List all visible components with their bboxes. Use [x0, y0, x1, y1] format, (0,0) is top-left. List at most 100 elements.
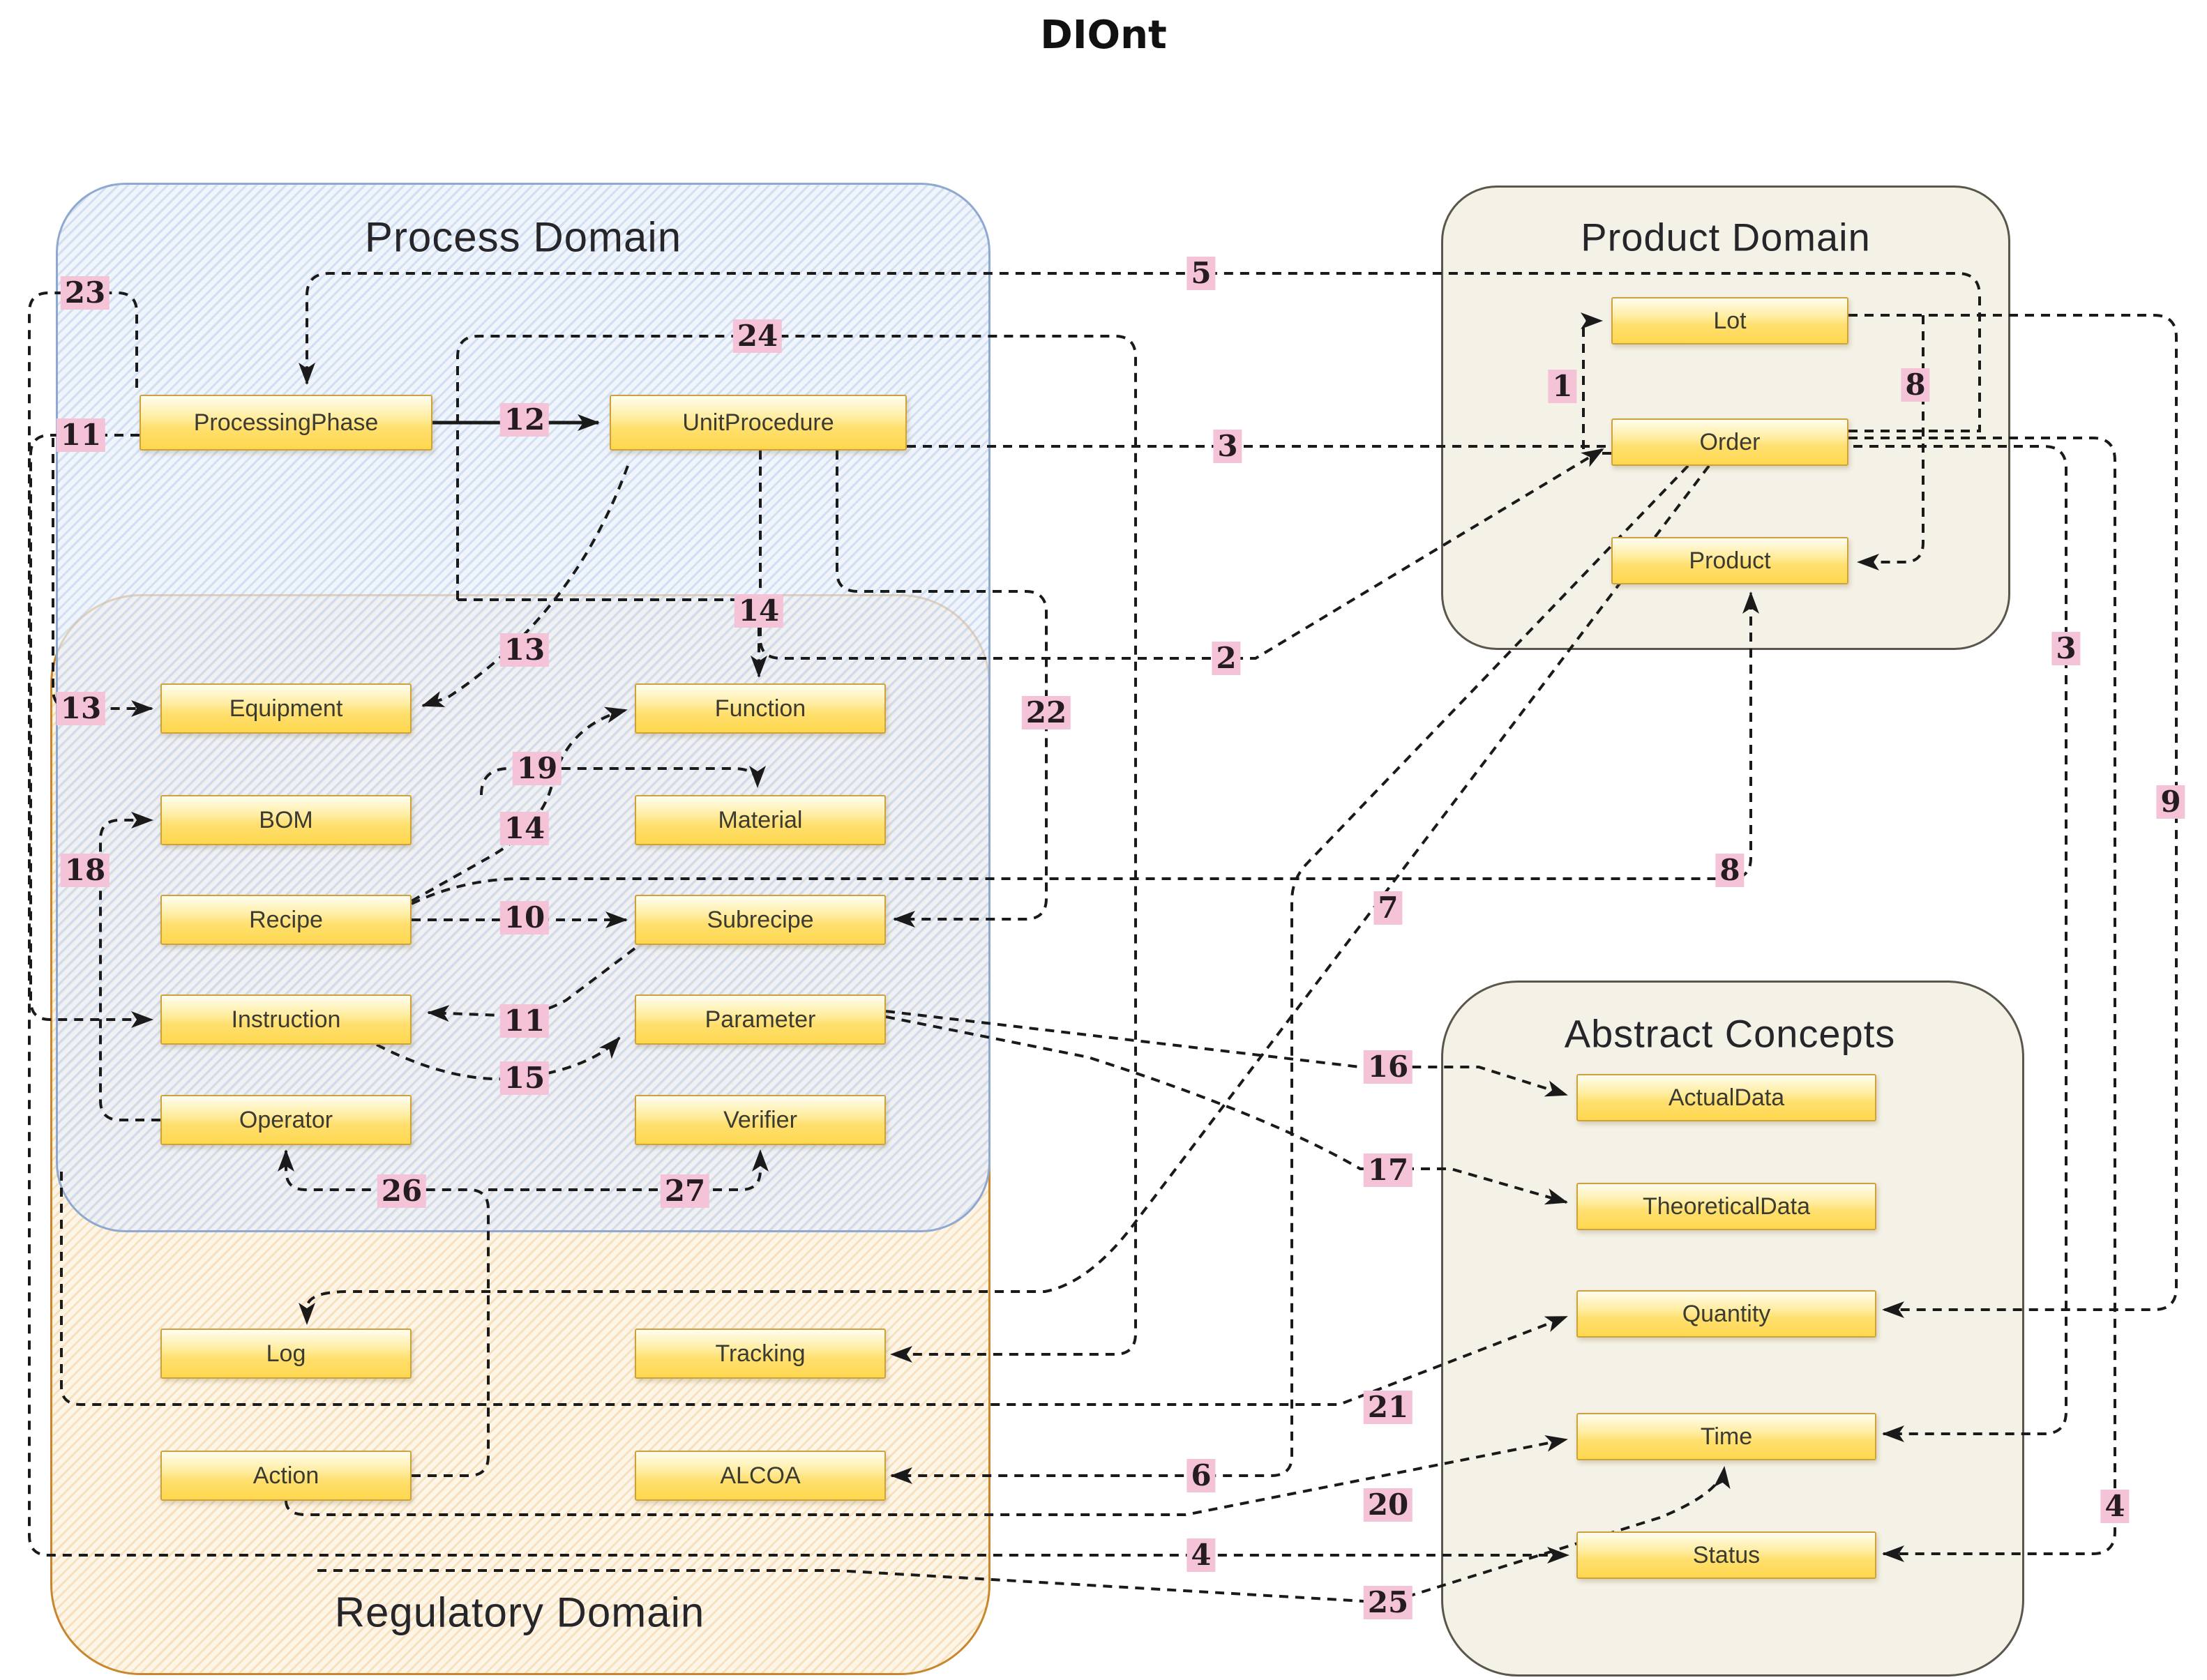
- edge-e22: [836, 451, 1048, 928]
- domain-label-abstract: Abstract Concepts: [1564, 1011, 1896, 1056]
- node-unitprocedure: UnitProcedure: [610, 395, 907, 451]
- edge-e16: [885, 1010, 1568, 1097]
- node-label-function: Function: [714, 695, 806, 722]
- node-material: Material: [635, 795, 886, 845]
- domain-label-product: Product Domain: [1581, 215, 1871, 259]
- edge-number-badge: 11: [499, 1004, 550, 1038]
- node-recipe: Recipe: [160, 895, 412, 945]
- edge-number-badge: 4: [1187, 1538, 1216, 1572]
- edge-number-badge: 20: [1363, 1488, 1413, 1522]
- node-label-tracking: Tracking: [715, 1340, 806, 1367]
- edge-e19: [480, 766, 766, 796]
- node-label-subrecipe: Subrecipe: [707, 906, 814, 933]
- edge-e9: [1848, 314, 2178, 1318]
- edge-number-badge: 13: [56, 692, 106, 725]
- edge-number-badge: 8: [1715, 854, 1745, 887]
- edge-e21: [60, 1172, 1568, 1406]
- edge-number-badge: 15: [499, 1061, 550, 1095]
- domain-label-process: Process Domain: [364, 213, 682, 261]
- edge-number-badge: 17: [1363, 1153, 1413, 1187]
- edge-number-badge: 18: [60, 854, 110, 887]
- node-label-verifier: Verifier: [723, 1106, 797, 1133]
- edge-number-badge: 9: [2156, 785, 2185, 819]
- edge-e14b: [411, 706, 628, 902]
- edge-e4b: [1848, 437, 2116, 1562]
- edge-number-badge: 25: [1363, 1586, 1413, 1619]
- node-lot: Lot: [1611, 297, 1848, 345]
- edge-number-badge: 16: [1363, 1050, 1413, 1084]
- node-instruction: Instruction: [160, 994, 412, 1045]
- edge-e27: [488, 1149, 769, 1191]
- node-equipment: Equipment: [160, 683, 412, 734]
- edge-number-badge: 11: [56, 418, 106, 452]
- edge-number-badge: 3: [2051, 632, 2081, 665]
- edge-number-badge: 19: [512, 752, 562, 785]
- node-label-actualdata: ActualData: [1668, 1084, 1785, 1111]
- node-label-log: Log: [266, 1340, 306, 1367]
- domain-label-regulatory: Regulatory Domain: [334, 1589, 705, 1636]
- node-subrecipe: Subrecipe: [635, 895, 886, 945]
- node-label-material: Material: [718, 806, 803, 833]
- edge-number-badge: 21: [1363, 1391, 1413, 1424]
- node-alcoa: ALCOA: [635, 1451, 886, 1501]
- edge-number-badge: 7: [1373, 891, 1403, 925]
- node-label-lot: Lot: [1713, 307, 1747, 334]
- edge-number-badge: 13: [499, 633, 550, 667]
- node-label-instruction: Instruction: [231, 1006, 341, 1033]
- node-processingphase: ProcessingPhase: [140, 395, 432, 451]
- edge-e7: [299, 464, 1710, 1325]
- node-label-status: Status: [1692, 1541, 1761, 1568]
- node-quantity: Quantity: [1576, 1290, 1876, 1338]
- edge-e8a: [1857, 315, 1924, 570]
- edge-number-badge: 8: [1901, 368, 1930, 402]
- node-bom: BOM: [160, 795, 412, 845]
- edge-number-badge: 3: [1213, 430, 1242, 463]
- node-label-parameter: Parameter: [705, 1006, 816, 1033]
- node-parameter: Parameter: [635, 994, 886, 1045]
- edge-e13a: [52, 438, 153, 717]
- node-label-recipe: Recipe: [249, 906, 323, 933]
- edge-e15: [376, 1036, 621, 1081]
- node-label-action: Action: [253, 1462, 319, 1489]
- node-label-bom: BOM: [259, 806, 313, 833]
- edge-number-badge: 23: [60, 276, 110, 310]
- node-time: Time: [1576, 1413, 1876, 1460]
- diagram-title: DIOnt: [1040, 13, 1167, 58]
- node-label-time: Time: [1700, 1423, 1753, 1450]
- edge-number-badge: 26: [377, 1174, 427, 1208]
- edge-number-badge: 14: [499, 812, 550, 845]
- edge-e2: [759, 448, 1604, 660]
- node-tracking: Tracking: [635, 1329, 886, 1379]
- node-actualdata: ActualData: [1576, 1074, 1876, 1121]
- node-label-product: Product: [1689, 547, 1771, 574]
- edge-number-badge: 12: [499, 403, 550, 437]
- node-verifier: Verifier: [635, 1095, 886, 1145]
- node-label-theoreticaldata: TheoreticalData: [1642, 1193, 1810, 1220]
- node-theoreticaldata: TheoreticalData: [1576, 1183, 1876, 1230]
- edge-e17: [885, 1015, 1568, 1205]
- edge-number-badge: 14: [734, 594, 784, 628]
- node-order: Order: [1611, 418, 1848, 466]
- edge-number-badge: 24: [732, 319, 783, 353]
- node-label-alcoa: ALCOA: [720, 1462, 801, 1489]
- node-action: Action: [160, 1451, 412, 1501]
- node-label-processingphase: ProcessingPhase: [193, 409, 379, 436]
- edge-e13b: [421, 465, 629, 707]
- edge-number-badge: 10: [499, 901, 550, 934]
- edge-e8b: [411, 591, 1759, 905]
- edge-number-badge: 2: [1212, 642, 1241, 675]
- edge-e18: [99, 812, 160, 1121]
- edge-e26: [278, 1149, 490, 1477]
- node-label-order: Order: [1699, 428, 1761, 455]
- edge-e11a: [29, 434, 153, 1028]
- edge-e1: [1581, 312, 1611, 455]
- edge-e20: [285, 1435, 1568, 1516]
- node-label-unitprocedure: UnitProcedure: [682, 409, 834, 436]
- node-product: Product: [1611, 537, 1848, 584]
- edge-e23_4a: [28, 292, 1569, 1564]
- node-label-quantity: Quantity: [1682, 1300, 1771, 1327]
- edge-number-badge: 5: [1187, 257, 1216, 290]
- edge-number-badge: 1: [1548, 370, 1577, 403]
- edge-e24: [456, 335, 1137, 1363]
